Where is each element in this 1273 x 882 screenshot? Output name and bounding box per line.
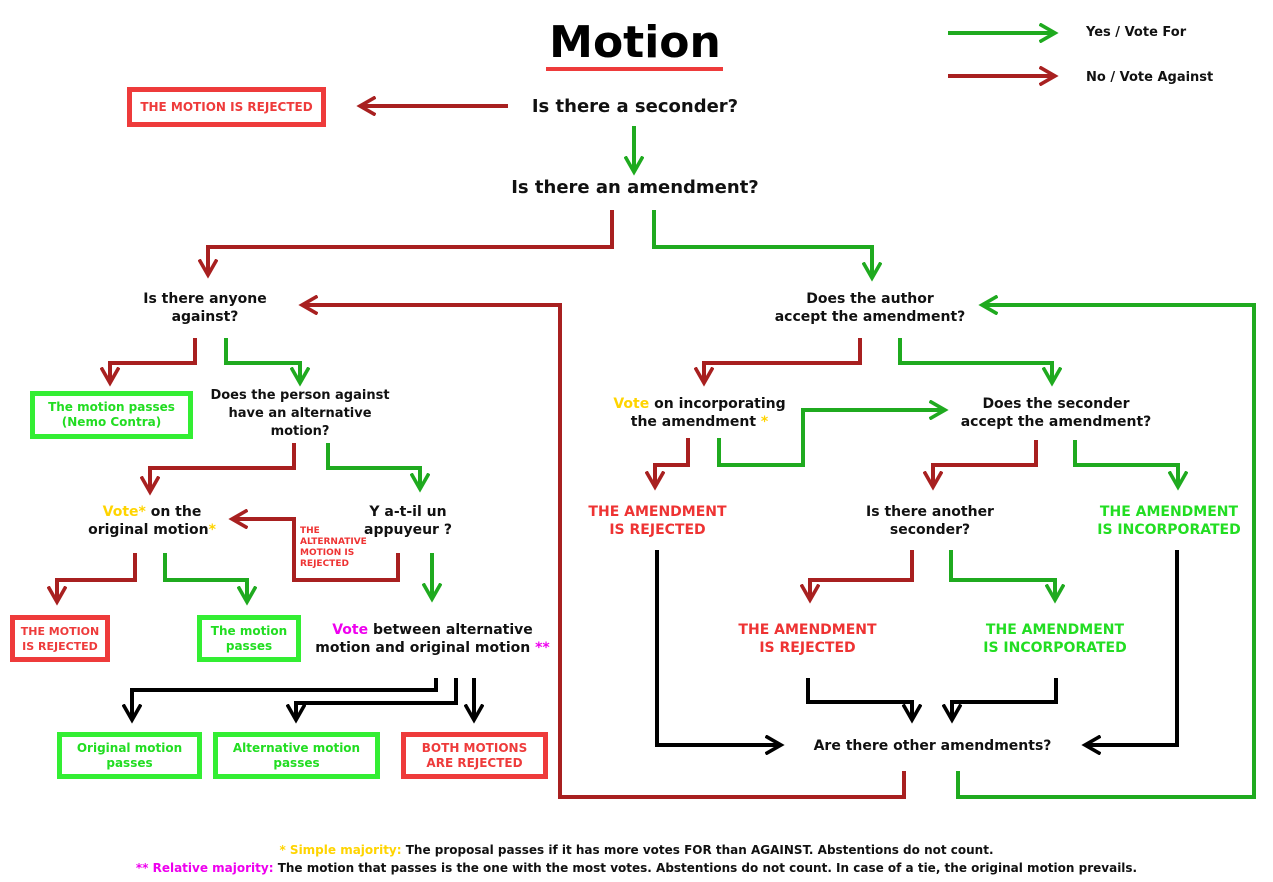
node-another-seconder: Is there another seconder?	[866, 504, 994, 538]
arrow-author-accepts	[898, 338, 1052, 383]
node-anyone-against: Is there anyone against?	[110, 290, 300, 326]
legend-yes-label: Yes / Vote For	[1086, 25, 1187, 40]
arrow-original-passes	[132, 678, 438, 720]
node-seconder-accept: Does the seconder accept the amendment?	[960, 396, 1152, 430]
node-amendment-rejected-1: THE AMENDMENT IS REJECTED	[588, 504, 727, 538]
node-motion-rejected-top: THE MOTION IS REJECTED	[127, 87, 326, 127]
legend-no-label: No / Vote Against	[1086, 70, 1214, 85]
footnote-simple-majority: * Simple majority: The proposal passes i…	[279, 843, 994, 857]
node-alternative-question: Does the person against have an alternat…	[210, 388, 390, 439]
footnote-relative-majority: ** Relative majority: The motion that pa…	[135, 861, 1138, 875]
node-vote-incorporating: Vote on incorporating the amendment *	[613, 396, 786, 430]
arrow-author-rejects	[704, 338, 862, 383]
node-amendment-incorporated-2: THE AMENDMENT IS INCORPORATED	[983, 622, 1127, 656]
node-anyone-against-line1: Is there anyone	[143, 291, 267, 307]
arrow-no-amendment	[208, 210, 614, 275]
arrow-seconder-accepts	[1073, 440, 1178, 487]
node-amendment-incorporated-1: THE AMENDMENT IS INCORPORATED	[1097, 504, 1241, 538]
node-vote-between: Vote between alternative motion and orig…	[315, 622, 550, 656]
page-title: Motion	[549, 17, 721, 68]
arrow-vote-incorp-for	[717, 410, 945, 467]
loop-more-amendments	[956, 305, 1256, 799]
node-appuyeur: Y a-t-il un appuyeur ?	[364, 504, 452, 538]
black-rejected-1-to-other	[655, 550, 781, 745]
arrow-has-alternative	[326, 443, 420, 489]
arrow-other-seconder	[949, 550, 1055, 600]
node-anyone-against-line2: against?	[171, 309, 239, 325]
arrow-yes-amendment	[652, 210, 872, 278]
label-alternative-rejected: THE ALTERNATIVE MOTION IS REJECTED	[300, 526, 367, 569]
title-underline	[546, 67, 723, 71]
node-vote-original: Vote* on the original motion*	[88, 504, 216, 538]
arrow-vote-original-against	[57, 553, 137, 602]
black-incorp-1-to-other	[1085, 550, 1179, 745]
loop-no-more-amendments	[302, 305, 906, 799]
node-other-amendments: Are there other amendments?	[813, 738, 1052, 754]
node-nemo-contra: The motion passes(Nemo Contra)	[30, 391, 193, 439]
node-author-accept: Does the author accept the amendment?	[774, 291, 966, 325]
arrow-vote-original-for	[163, 553, 247, 602]
black-incorp-2-to-other	[952, 678, 1058, 720]
arrow-no-alternative	[150, 443, 296, 492]
node-amendment-question: Is there an amendment?	[511, 177, 759, 198]
arrow-someone-against	[224, 338, 300, 383]
node-amendment-rejected-2: THE AMENDMENT IS REJECTED	[738, 622, 877, 656]
arrow-vote-incorp-against	[655, 438, 690, 487]
node-seconder-question: Is there a seconder?	[531, 96, 739, 117]
arrow-no-appuyeur	[232, 519, 400, 582]
arrow-nobody-against	[110, 338, 197, 383]
arrow-seconder-rejects	[933, 440, 1038, 487]
black-rejected-2-to-other	[806, 678, 912, 720]
arrow-no-other-seconder	[810, 550, 914, 600]
arrow-alternative-passes	[296, 678, 458, 720]
